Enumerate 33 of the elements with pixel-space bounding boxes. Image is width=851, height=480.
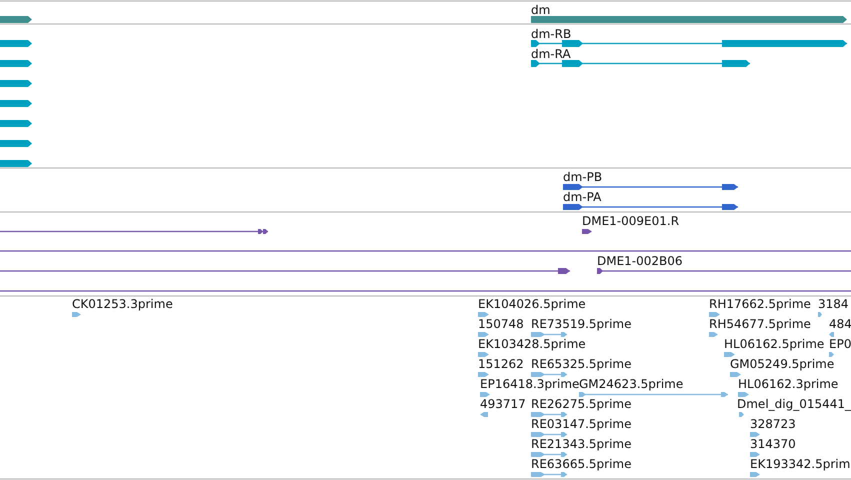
feature-label: RE03147.5prime <box>531 417 632 431</box>
feature-label: RE63665.5prime <box>531 457 632 471</box>
feature-label: dm-RB <box>531 27 572 41</box>
feature-label: RH54677.5prime <box>709 317 811 331</box>
feature-label: CK01253.3prime <box>72 297 173 311</box>
feature-label: 314370 <box>750 437 796 451</box>
feature-label: GM05249.5prime <box>730 357 834 371</box>
feature-label: dm-PA <box>563 190 602 204</box>
feature-label: 151262 <box>478 357 524 371</box>
feature-label: RE26275.5prime <box>531 397 632 411</box>
feature-label: 150748 <box>478 317 524 331</box>
feature-label: 484 <box>829 317 851 331</box>
feature-label: RE73519.5prime <box>531 317 632 331</box>
feature-label: EK104026.5prime <box>478 297 586 311</box>
feature-label: HL06162.5prime <box>724 337 824 351</box>
feature-label: DME1-002B06 <box>597 254 683 268</box>
feature-label: 328723 <box>750 417 796 431</box>
feature-label: RH17662.5prime <box>709 297 811 311</box>
feature-label: 493717 <box>480 397 526 411</box>
feature-label: EP16418.3prime <box>480 377 580 391</box>
feature-label: DME1-009E01.R <box>582 214 680 228</box>
feature-label: Dmel_dig_015441_ <box>737 397 851 411</box>
feature-label: EK193342.5prim <box>750 457 850 471</box>
feature-label: EK103428.5prime <box>478 337 586 351</box>
feature-label: dm-PB <box>563 170 602 184</box>
feature-label: HL06162.3prime <box>738 377 838 391</box>
feature-label: EP0 <box>829 337 851 351</box>
feature-label: 3184 <box>818 297 849 311</box>
feature-label: dm-RA <box>531 47 571 61</box>
feature-label: dm <box>531 3 550 17</box>
feature-label: RE21343.5prime <box>531 437 632 451</box>
feature-label: GM24623.5prime <box>579 377 684 391</box>
feature-label: RE65325.5prime <box>531 357 632 371</box>
